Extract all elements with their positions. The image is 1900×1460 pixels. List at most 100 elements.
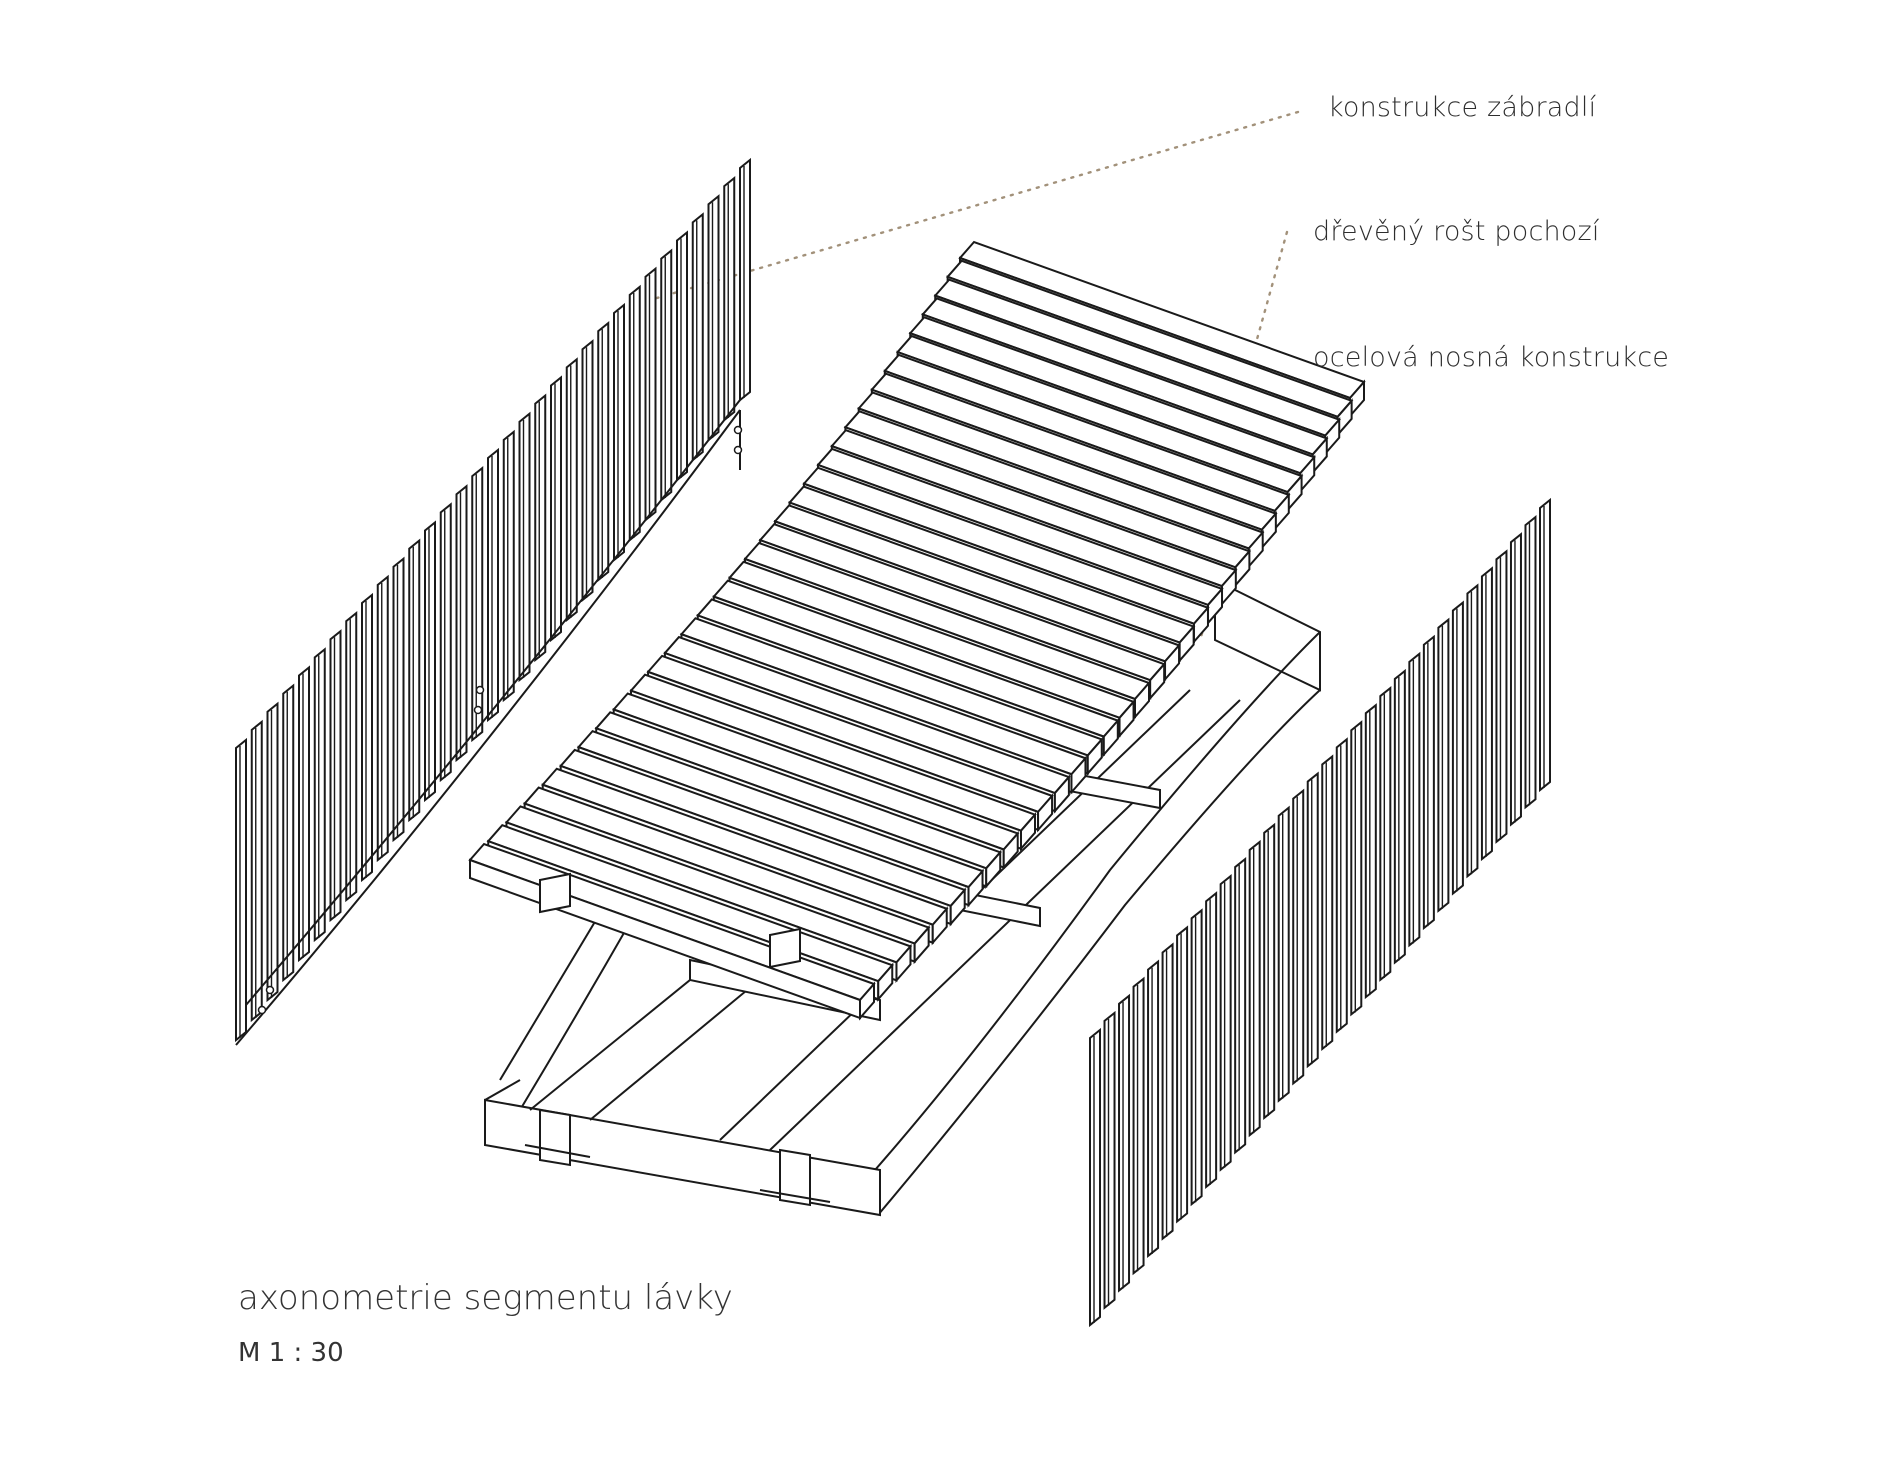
deck-slat-end xyxy=(931,906,948,946)
left-railing-picket xyxy=(455,484,468,763)
right-railing-picket xyxy=(1248,839,1261,1138)
label-timber-deck: dřevěný rošt pochozí xyxy=(1313,216,1600,247)
right-railing-picket xyxy=(1422,634,1435,931)
deck-slat-end xyxy=(1134,680,1150,720)
left-railing-picket xyxy=(439,502,452,783)
right-railing-picket xyxy=(1089,1027,1101,1328)
left-railing-picket xyxy=(282,683,295,983)
left-railing-picket xyxy=(628,284,641,543)
deck-slat-end xyxy=(1053,774,1070,814)
right-railing-picket xyxy=(1205,891,1218,1190)
left-railing-picket xyxy=(518,411,531,683)
deck-slat-end xyxy=(985,849,1002,889)
left-railing-picket xyxy=(471,466,484,743)
deck-slat-end xyxy=(877,962,894,1002)
right-railing-picket xyxy=(1176,925,1189,1224)
right-railing-picket xyxy=(1335,737,1348,1034)
deck-slat-end xyxy=(895,943,912,984)
left-railing-picket xyxy=(613,302,625,563)
left-railing-picket xyxy=(550,375,562,643)
left-railing-picket xyxy=(707,194,720,443)
right-railing-picket xyxy=(1219,874,1232,1172)
left-railing-picket xyxy=(597,321,610,583)
right-railing-picket xyxy=(1277,805,1290,1103)
left-railing-bolt xyxy=(265,985,275,995)
deck-slat-end xyxy=(1037,793,1054,833)
left-railing-picket xyxy=(345,611,358,903)
right-railing-picket xyxy=(1437,617,1450,913)
right-railing-picket xyxy=(1480,566,1493,862)
right-railing-picket xyxy=(1263,822,1276,1120)
label-steel-structure: ocelová nosná konstrukce xyxy=(1313,342,1670,373)
right-railing-picket xyxy=(1451,600,1464,896)
left-railing-picket xyxy=(408,538,421,823)
right-railing-picket xyxy=(1190,908,1203,1207)
drawing-title: axonometrie segmentu lávky xyxy=(238,1278,733,1318)
left-railing-picket xyxy=(739,157,751,403)
left-railing-picket xyxy=(424,520,436,803)
deck-slat-end xyxy=(967,868,984,908)
right-railing-picket xyxy=(1408,651,1421,948)
deck-slat-end xyxy=(1020,812,1037,852)
deck-slat-end xyxy=(913,924,930,965)
left-railing-bolt xyxy=(473,705,483,715)
deck-bearer xyxy=(539,872,571,914)
right-railing-picket xyxy=(1393,668,1406,965)
right-railing-picket xyxy=(1350,720,1363,1017)
left-railing-bolt xyxy=(733,445,743,455)
left-railing-picket xyxy=(376,574,389,863)
right-railing-picket xyxy=(1364,703,1377,1000)
left-railing-bottom-rail xyxy=(235,409,741,1046)
deck-bearer xyxy=(769,927,801,969)
left-railing-picket xyxy=(534,393,547,663)
left-railing-picket xyxy=(329,629,342,923)
deck-slat-end xyxy=(1070,755,1087,795)
right-railing-picket xyxy=(1321,754,1334,1051)
left-railing-picket xyxy=(644,266,657,523)
right-railing-picket xyxy=(1147,959,1160,1259)
right-railing-picket xyxy=(1524,515,1537,810)
deck-slat-end xyxy=(1002,830,1019,871)
deck-slat-end xyxy=(1149,661,1166,701)
right-railing-picket xyxy=(1379,685,1392,982)
deck-slat-end xyxy=(1102,717,1119,758)
drawing-scale: M 1 : 30 xyxy=(238,1338,344,1368)
left-railing-bolt xyxy=(475,685,485,695)
right-railing-picket xyxy=(1466,583,1479,879)
deck-slat-end xyxy=(859,981,875,1021)
right-railing-picket xyxy=(1103,1010,1116,1310)
left-railing-bottom-rail-edge xyxy=(245,399,741,1006)
right-railing-picket xyxy=(1306,771,1319,1069)
left-railing-picket xyxy=(660,248,673,503)
right-railing-picket xyxy=(1539,497,1551,793)
left-railing-picket xyxy=(298,665,310,963)
left-railing-picket xyxy=(691,212,704,463)
left-railing-picket xyxy=(502,429,515,703)
deck-slat-end xyxy=(1086,736,1103,777)
left-railing-picket xyxy=(361,592,373,883)
right-railing xyxy=(1089,497,1551,1328)
left-railing xyxy=(235,157,751,1046)
left-railing-picket xyxy=(581,339,594,603)
right-railing-picket xyxy=(1132,976,1145,1276)
left-railing-picket xyxy=(266,701,279,1003)
right-railing-picket xyxy=(1234,856,1247,1155)
right-railing-picket xyxy=(1118,993,1131,1293)
right-railing-picket xyxy=(1509,532,1522,827)
deck-slat-end xyxy=(1118,699,1135,739)
label-railing-structure: konstrukce zábradlí xyxy=(1328,92,1597,123)
left-railing-bolt xyxy=(257,1005,267,1015)
left-railing-picket xyxy=(392,556,405,843)
right-railing-picket xyxy=(1161,942,1174,1241)
left-railing-bolt xyxy=(733,425,743,435)
timber-deck xyxy=(468,240,1366,1021)
left-railing-picket xyxy=(676,230,688,483)
deck-slat-end xyxy=(949,887,966,927)
left-railing-picket xyxy=(313,647,326,943)
left-railing-picket xyxy=(235,737,247,1043)
left-railing-picket xyxy=(487,447,499,723)
left-railing-picket xyxy=(565,357,578,623)
left-railing-picket xyxy=(250,719,263,1023)
right-railing-picket xyxy=(1292,788,1305,1086)
